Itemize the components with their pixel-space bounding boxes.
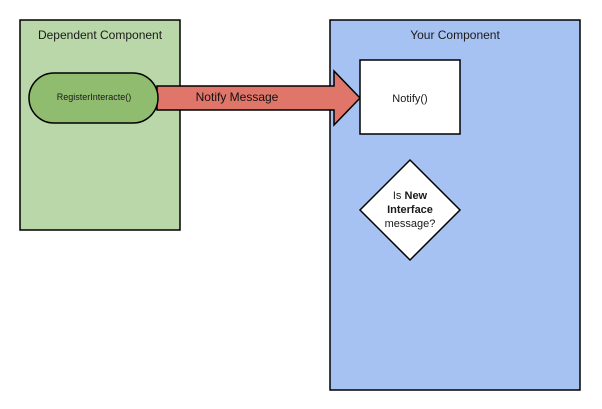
register-interface-label: RegisterInteracte() [56,92,132,102]
notify-message-arrow [156,69,362,127]
your-component-title: Your Component [410,28,500,42]
dependent-component-box [19,19,181,231]
dependent-component-title: Dependent Component [37,28,163,42]
register-interface-terminator [28,72,159,124]
decision-line1: Is [392,190,402,202]
new-interface-decision-diamond [358,158,462,262]
decision-label: Is New Interface message? [370,189,450,231]
decision-bold-word: New [404,190,428,202]
decision-line2: Interface [387,204,433,216]
notify-process-box [359,59,461,135]
decision-line3: message? [384,218,436,230]
notify-message-label: Notify Message [195,90,279,104]
notify-process-label: Notify() [392,93,428,105]
